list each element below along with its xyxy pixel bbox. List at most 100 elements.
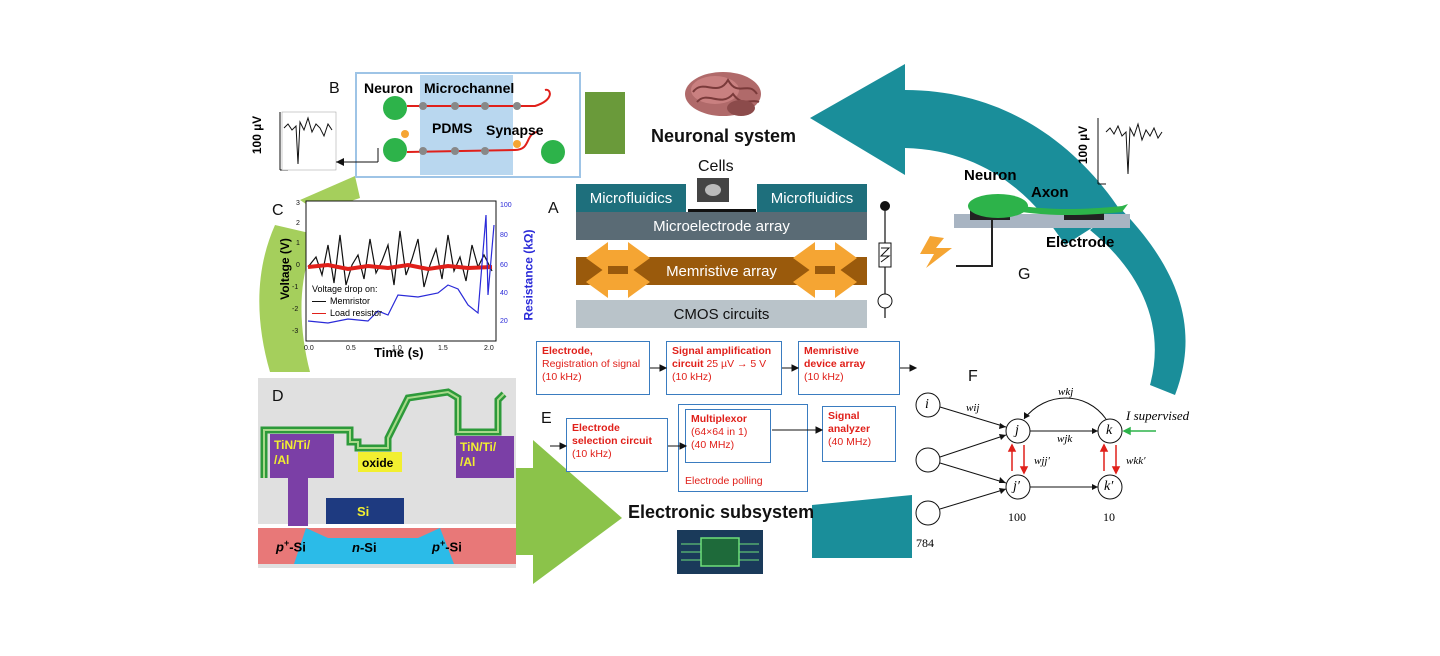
f-node-i: i — [925, 397, 929, 412]
c-legend-title: Voltage drop on: — [312, 284, 378, 294]
d-p-left-letter: p — [276, 539, 284, 555]
f-node-kp: k′ — [1104, 479, 1114, 494]
e-box-5-title: Multiplexor — [691, 413, 748, 425]
microfluidics-left: Microfluidics — [576, 184, 686, 212]
c-legend-line-2 — [312, 313, 326, 314]
e-box-1-freq: (10 kHz) — [542, 371, 582, 383]
f-count-10: 10 — [1103, 510, 1115, 524]
e-flow-arrows — [550, 364, 918, 450]
f-node-j: j — [1015, 423, 1019, 438]
neuron-culture-diagram — [383, 88, 565, 164]
d-cross-section — [258, 388, 516, 564]
d-p-left-plus: + — [283, 538, 290, 548]
g-electrode-label: Electrode — [1046, 234, 1115, 251]
c-ylabel-left: Voltage (V) — [277, 238, 292, 300]
e-box-4-freq: (10 kHz) — [572, 448, 612, 460]
e-box-3-title: Memristive device array — [804, 345, 866, 370]
d-p-right-letter: p — [432, 539, 440, 555]
e-box-amplification: Signal amplification circuit 25 µV → 5 V… — [666, 341, 782, 395]
olive-block — [585, 92, 625, 154]
chip-icon — [677, 530, 763, 574]
f-node-k: k — [1106, 423, 1113, 438]
f-count-100: 100 — [1008, 510, 1026, 524]
c-xlabel: Time (s) — [374, 345, 424, 360]
b-neuron-label: Neuron — [364, 80, 413, 96]
panel-c-letter: C — [272, 202, 284, 219]
svg-text:-2: -2 — [292, 306, 298, 313]
g-neuron-diagram — [954, 194, 1130, 267]
panel-a-letter: A — [548, 200, 559, 217]
neuronal-system-title: Neuronal system — [651, 126, 797, 146]
b-trace — [279, 111, 379, 171]
teal-arc-right — [1090, 208, 1186, 395]
g-axon-label: Axon — [1031, 184, 1069, 201]
e-box-selection: Electrode selection circuit (10 kHz) — [566, 418, 668, 472]
d-p-si-left: p+-Si — [276, 538, 306, 554]
microfluidics-right: Microfluidics — [757, 184, 867, 212]
teal-arrow-top — [810, 64, 1120, 245]
panel-e-letter: E — [541, 410, 552, 427]
panel-b-letter: B — [329, 80, 340, 97]
f-w-kk: wkk′ — [1126, 455, 1146, 467]
svg-text:3: 3 — [296, 200, 300, 207]
f-w-kj: wkj — [1058, 386, 1074, 398]
e-box-4-title: Electrode selection circuit — [572, 422, 652, 447]
d-p-left-suffix: -Si — [289, 539, 306, 555]
e-box-3-freq: (10 kHz) — [804, 371, 844, 383]
panel-g-letter: G — [1018, 266, 1031, 283]
panel-f-letter: F — [968, 368, 978, 385]
e-box-5-note: Electrode polling — [685, 475, 763, 487]
f-w-jk: wjk — [1057, 433, 1073, 445]
e-box-1-body: Registration of signal — [542, 358, 641, 370]
green-arc-left — [259, 225, 318, 372]
microelectrode-array: Microelectrode array — [576, 212, 867, 240]
e-box-5-freq: (40 MHz) — [691, 439, 735, 451]
e-box-multiplexor: Multiplexor (64×64 in 1) (40 MHz) — [685, 409, 771, 463]
svg-text:1.5: 1.5 — [438, 345, 448, 352]
e-box-electrode: Electrode, Registration of signal (10 kH… — [536, 341, 650, 395]
f-i-supervised: I supervised — [1126, 408, 1190, 423]
b-synapse-label: Synapse — [486, 122, 544, 138]
c-ylabel-right: Resistance (kΩ) — [521, 229, 536, 321]
d-p-right-plus: + — [439, 538, 446, 548]
b-scale-label: 100 µV — [250, 115, 265, 155]
b-microchannel-label: Microchannel — [424, 80, 515, 96]
electrode-bar — [688, 209, 756, 214]
svg-text:0.0: 0.0 — [304, 345, 314, 352]
svg-text:0.5: 0.5 — [346, 345, 356, 352]
svg-text:-1: -1 — [292, 284, 298, 291]
svg-text:80: 80 — [500, 232, 508, 239]
e-box-2-freq: (10 kHz) — [672, 371, 712, 383]
e-box-multiplexor-outer: Multiplexor (64×64 in 1) (40 MHz) Electr… — [678, 404, 808, 492]
c-legend-1: Memristor — [330, 296, 370, 306]
svg-text:2: 2 — [296, 220, 300, 227]
f-network — [915, 392, 1156, 526]
d-si: Si — [357, 504, 370, 519]
d-tin-left: TiN/Ti/ /Al — [274, 438, 311, 467]
connection-arrows — [586, 242, 857, 298]
g-trace — [1097, 118, 1163, 185]
svg-text:60: 60 — [500, 262, 508, 269]
d-oxide: oxide — [362, 456, 394, 470]
svg-text:40: 40 — [500, 290, 508, 297]
b-pdms-label: PDMS — [432, 120, 473, 136]
microchannel-region — [420, 75, 513, 175]
svg-text:-3: -3 — [292, 328, 298, 335]
teal-arc-bottom — [812, 495, 912, 558]
cells-label: Cells — [698, 158, 734, 175]
f-count-784: 784 — [916, 536, 934, 550]
d-n-si: n-Si — [352, 540, 377, 555]
cmos-circuits: CMOS circuits — [576, 300, 867, 328]
d-p-right-suffix: -Si — [445, 539, 462, 555]
svg-text:1.0: 1.0 — [392, 345, 402, 352]
f-w-jj: wjj′ — [1034, 455, 1050, 467]
c-legend-2: Load resistor — [330, 308, 383, 318]
d-tin-right: TiN/Ti/ /Al — [460, 440, 497, 469]
e-box-memristive: Memristive device array (10 kHz) — [798, 341, 900, 395]
e-box-5-body: (64×64 in 1) — [691, 426, 748, 438]
svg-text:2.0: 2.0 — [484, 345, 494, 352]
c-legend-line-1 — [312, 301, 326, 302]
g-scale-label: 100 µV — [1076, 125, 1091, 165]
f-w-ij: wij — [966, 402, 980, 414]
